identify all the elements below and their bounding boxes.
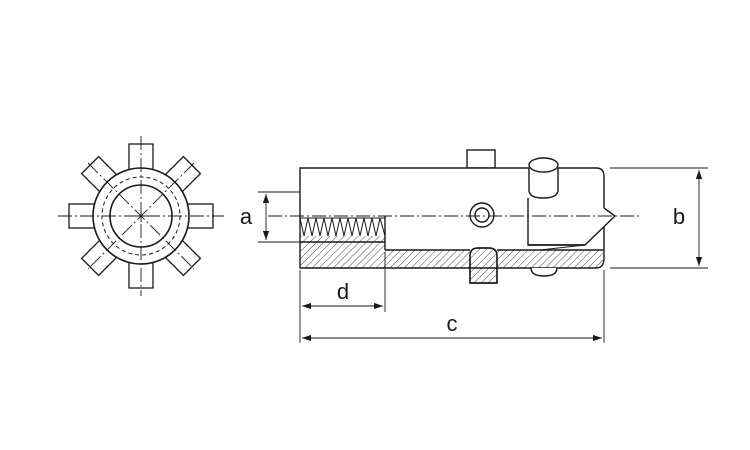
top-key-block [466,149,496,169]
thread-teeth [299,217,386,237]
center-mark [135,210,147,222]
cross-pin [469,247,498,284]
dim-d-label: d [337,279,349,304]
end-view [58,136,224,296]
top-round-pin [528,157,559,199]
dim-b-label: b [673,204,685,229]
side-hole-outer [469,202,495,228]
bottom-round-pin [530,267,558,277]
dim-c-label: c [447,311,458,336]
dimensions [258,167,708,343]
side-hole-inner [474,207,490,223]
side-view [299,149,617,284]
dim-a-label: a [240,204,253,229]
thread-hatch [300,236,385,242]
hatched-section-right [497,250,604,268]
